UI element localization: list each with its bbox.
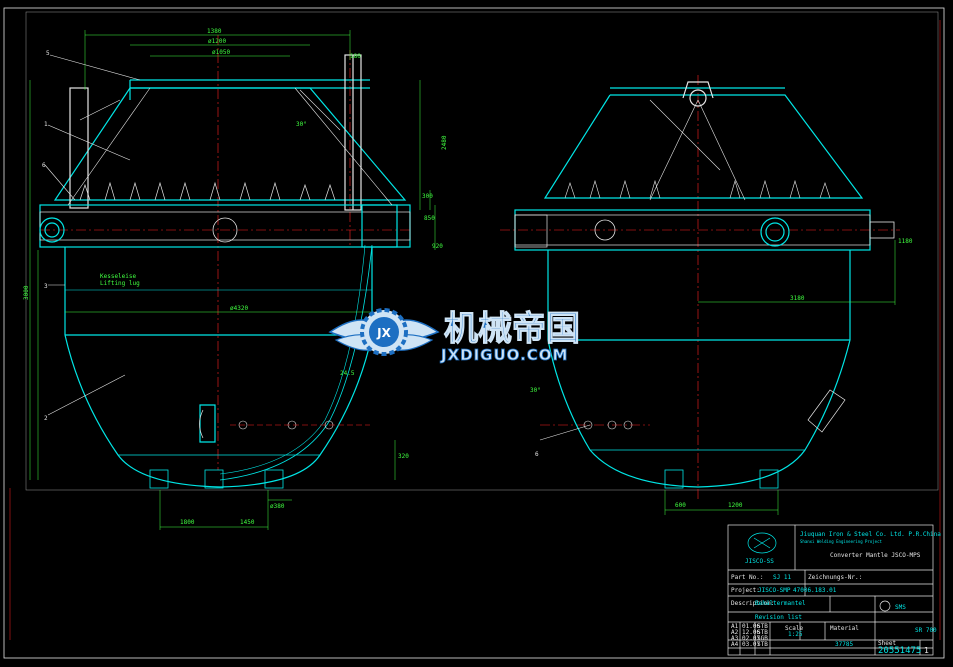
rev-row-date: 01.06: [742, 623, 760, 630]
watermark-subtitle: JXDIGUO.COM: [440, 346, 568, 364]
watermark-logo-letters: JX: [376, 326, 391, 340]
tb-weight-value: 37785: [835, 641, 853, 648]
tb-scale-label: Scale: [785, 625, 803, 632]
dim-mid-right-1: 300: [422, 193, 433, 200]
tb-logo-right: SMS: [895, 604, 906, 611]
tb-project-label: Project:: [731, 587, 760, 594]
dim-height-right: 2480: [441, 135, 448, 150]
note-lifting-2: Lifting lug: [100, 280, 140, 287]
dim-top-inner-1: ø1200: [208, 38, 226, 45]
callout-2: 2: [44, 415, 48, 422]
dim-height-left: 3000: [23, 285, 30, 300]
callout-6: 6: [42, 162, 46, 169]
callout-5: 5: [46, 50, 50, 57]
dim-angle: 30°: [296, 121, 307, 128]
tb-project-code: 47006.183.01: [793, 587, 837, 594]
tb-desc-label: Description:: [731, 600, 774, 607]
tb-revision: 1: [924, 646, 929, 655]
tb-project-value: JISCO-SMP: [758, 587, 791, 594]
rev-row-id: A1: [731, 623, 739, 630]
rev-row-date: 03.07: [742, 641, 760, 648]
right-dim-bottom-right: 1200: [728, 502, 743, 509]
callout-1: 1: [44, 121, 48, 128]
dim-top-right: 180: [350, 53, 361, 60]
tb-company: Jiuquan Iron & Steel Co. Ltd. P.R.China: [800, 531, 941, 538]
tb-drawing-title: Converter Mantle JSCO-MPS: [830, 552, 921, 559]
tb-revisions-header: Revision list: [755, 614, 802, 621]
tb-drawing-number: 20551475: [878, 646, 921, 656]
tb-part-value: SJ 11: [773, 574, 791, 581]
tb-sheet-value: SR 700: [915, 627, 937, 634]
dim-bottom-center: ø380: [270, 503, 285, 510]
dim-lower-angle: 24.5: [340, 370, 355, 377]
callout-3: 3: [44, 283, 48, 290]
tb-scale-value: 1:25: [788, 631, 803, 638]
rev-row-date: 12.06: [742, 629, 760, 636]
rev-row-date: 02.07: [742, 635, 760, 642]
right-dim-width: 3180: [790, 295, 805, 302]
rev-row-id: A2: [731, 629, 739, 636]
right-dim-angle: 30°: [530, 387, 541, 394]
rev-row-by: STB: [757, 629, 768, 636]
watermark: JX 机械帝国 JXDIGUO.COM: [328, 308, 581, 364]
rev-row-by: STB: [757, 641, 768, 648]
note-lifting-1: Kesseleise: [100, 273, 137, 280]
dim-mid-right-3: 920: [432, 243, 443, 250]
tb-sheet-label: Sheet: [878, 640, 896, 647]
right-view: [500, 75, 900, 515]
dim-diameter: ø4320: [230, 305, 248, 312]
tb-company-sub: Shanxi Welding Engineering Project: [800, 539, 882, 544]
right-callout-6: 6: [535, 451, 539, 458]
left-view: [29, 30, 436, 530]
rev-row-id: A3: [731, 635, 739, 642]
dim-bottom-left: 1800: [180, 519, 195, 526]
tb-desc-value: Behältermantel: [755, 600, 806, 607]
dim-top-overall: 1380: [207, 28, 222, 35]
dim-top-inner-2: ø1050: [212, 49, 230, 56]
rev-row-id: A4: [731, 641, 739, 648]
tb-logo-text: JISCO-SS: [745, 558, 774, 565]
title-block: [727, 524, 934, 656]
tb-part-label: Part No.:: [731, 574, 764, 581]
right-dim-bottom-left: 600: [675, 502, 686, 509]
dim-bottom-right: 1450: [240, 519, 255, 526]
drawing-frame: [3, 7, 945, 659]
dim-lower-right: 320: [398, 453, 409, 460]
rev-row-by: STB: [757, 623, 768, 630]
watermark-title: 机械帝国: [444, 309, 580, 349]
right-dim-side: 1180: [898, 238, 913, 245]
gear-wings-icon: [328, 308, 440, 356]
dim-mid-right-2: 850: [424, 215, 435, 222]
rev-row-by: SGB: [757, 635, 768, 642]
tb-material-label: Material: [830, 625, 859, 632]
tb-drawing-no-label: Zeichnungs-Nr.:: [808, 574, 862, 581]
